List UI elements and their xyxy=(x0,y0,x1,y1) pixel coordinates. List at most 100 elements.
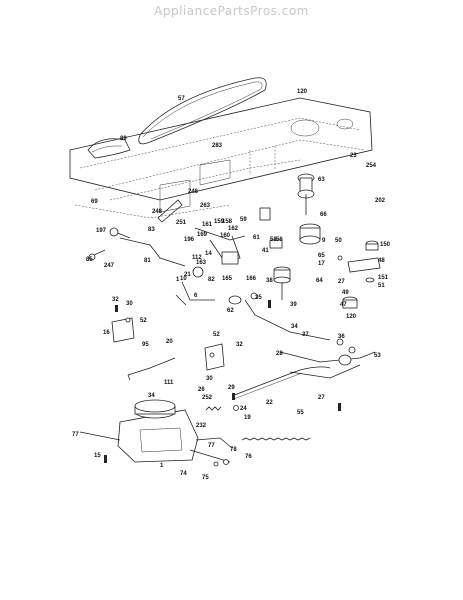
part-label-161: 161 xyxy=(202,222,213,228)
part-label-160: 160 xyxy=(220,233,231,239)
part-label-48: 48 xyxy=(378,258,385,264)
part-label-39: 39 xyxy=(290,302,297,308)
part-label-21: 21 xyxy=(184,272,191,278)
part-label-252: 252 xyxy=(202,395,213,401)
part-label-165: 165 xyxy=(222,276,233,282)
part-label-41: 41 xyxy=(262,248,269,254)
part-label-120: 120 xyxy=(297,89,308,95)
idler-right xyxy=(342,240,381,309)
part-label-32: 32 xyxy=(236,342,243,348)
part-label-85: 85 xyxy=(86,257,93,263)
part-label-52: 52 xyxy=(213,332,220,338)
part-label-59: 59 xyxy=(240,217,247,223)
part-label-63: 63 xyxy=(318,177,325,183)
rod-95 xyxy=(127,357,176,381)
part-label-77: 77 xyxy=(72,432,79,438)
part-label-35: 35 xyxy=(255,295,262,301)
part-label-49: 49 xyxy=(342,290,349,296)
part-label-30: 30 xyxy=(206,376,213,382)
part-label-158: 158 xyxy=(222,219,233,225)
springs xyxy=(205,406,311,441)
part-label-151: 151 xyxy=(378,275,389,281)
part-label-75: 75 xyxy=(202,475,209,481)
part-label-66: 66 xyxy=(320,212,327,218)
part-label-38: 38 xyxy=(266,278,273,284)
part-label-111: 111 xyxy=(164,380,174,386)
part-label-26: 26 xyxy=(198,387,205,393)
part-label-69: 69 xyxy=(91,199,98,205)
part-label-78: 78 xyxy=(230,447,237,453)
part-label-74: 74 xyxy=(180,471,187,477)
part-label-27: 27 xyxy=(338,279,345,285)
part-label-82: 82 xyxy=(208,277,215,283)
part-label-283: 283 xyxy=(212,143,223,149)
part-label-120: 120 xyxy=(346,314,357,320)
part-label-162: 162 xyxy=(228,226,239,232)
part-label-20: 20 xyxy=(166,339,173,345)
part-label-77: 77 xyxy=(208,443,215,449)
part-label-89: 89 xyxy=(120,136,127,142)
part-label-34: 34 xyxy=(291,324,298,330)
part-label-53: 53 xyxy=(374,353,381,359)
part-label-29: 29 xyxy=(228,385,235,391)
part-label-52: 52 xyxy=(140,318,147,324)
part-label-19: 19 xyxy=(244,415,251,421)
part-label-15: 15 xyxy=(94,453,101,459)
part-label-22: 22 xyxy=(266,400,273,406)
part-label-159: 159 xyxy=(214,219,225,225)
part-label-14: 14 xyxy=(205,251,212,257)
part-label-248: 248 xyxy=(152,209,163,215)
part-label-28: 28 xyxy=(276,351,283,357)
part-label-169: 169 xyxy=(197,232,208,238)
part-label-263: 263 xyxy=(200,203,211,209)
fender xyxy=(87,138,131,159)
part-label-254: 254 xyxy=(366,163,377,169)
part-label-56: 56 xyxy=(276,237,283,243)
part-label-232: 232 xyxy=(196,423,207,429)
fasteners xyxy=(104,255,356,467)
part-label-61: 61 xyxy=(253,235,260,241)
part-label-37: 37 xyxy=(302,332,309,338)
part-label-112: 112 xyxy=(192,255,202,261)
part-label-57: 57 xyxy=(178,96,185,102)
part-label-10: 10 xyxy=(180,276,187,282)
part-label-9: 9 xyxy=(322,238,326,244)
cable-22 xyxy=(231,366,331,400)
part-label-247: 247 xyxy=(104,263,115,269)
part-label-17: 17 xyxy=(318,261,325,267)
part-label-163: 163 xyxy=(196,260,207,266)
part-label-246: 246 xyxy=(188,189,199,195)
part-label-47: 47 xyxy=(340,302,347,308)
part-label-27: 27 xyxy=(318,395,325,401)
chassis-frame xyxy=(69,97,373,219)
part-label-65: 65 xyxy=(318,253,325,259)
part-label-32: 32 xyxy=(112,297,119,303)
part-label-24: 24 xyxy=(240,406,247,412)
mount-plates xyxy=(111,317,225,371)
part-label-51: 51 xyxy=(378,283,385,289)
part-label-196: 196 xyxy=(184,237,195,243)
transaxle xyxy=(79,399,233,463)
part-label-16: 16 xyxy=(103,330,110,336)
part-label-62: 62 xyxy=(227,308,234,314)
bracket-59 xyxy=(259,207,283,249)
part-label-6: 6 xyxy=(194,293,198,299)
part-label-95: 95 xyxy=(142,342,149,348)
part-label-23: 23 xyxy=(350,153,357,159)
part-label-76: 76 xyxy=(245,454,252,460)
part-label-1: 1 xyxy=(176,277,180,283)
part-label-202: 202 xyxy=(375,198,386,204)
part-label-30: 30 xyxy=(126,301,133,307)
part-label-197: 197 xyxy=(96,228,107,234)
part-label-50: 50 xyxy=(335,238,342,244)
shift-linkage xyxy=(88,199,246,306)
watermark: AppliancePartsPros.com xyxy=(154,4,309,18)
part-label-83: 83 xyxy=(148,227,155,233)
part-label-64: 64 xyxy=(316,278,323,284)
drive-belt xyxy=(138,77,267,145)
part-label-150: 150 xyxy=(380,242,391,248)
part-label-81: 81 xyxy=(144,258,151,264)
pulley-assembly xyxy=(273,173,321,300)
